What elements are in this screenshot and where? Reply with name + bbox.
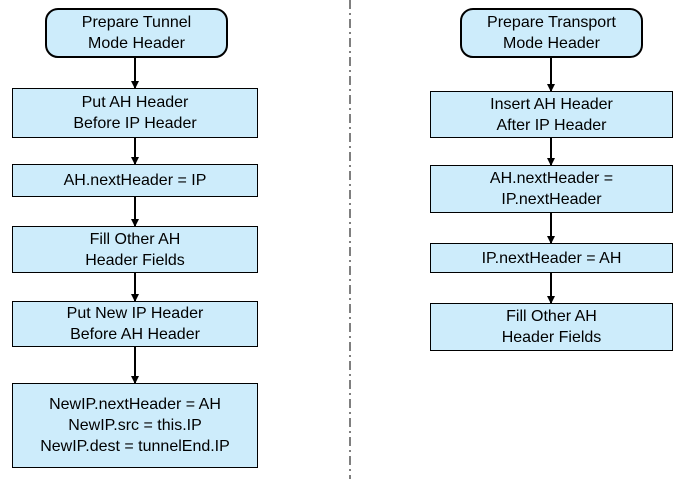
node-label: Prepare Tunnel Mode Header — [81, 14, 192, 52]
node-label: Fill Other AH Header Fields — [501, 308, 602, 346]
arrow-down-icon — [130, 58, 139, 89]
node-label: Prepare Transport Mode Header — [487, 14, 616, 52]
tunnel-ah-nextheader-node: AH.nextHeader = IP — [12, 164, 258, 197]
divider-line — [349, 0, 351, 479]
tunnel-start-node: Prepare Tunnel Mode Header — [45, 8, 228, 58]
transport-ah-nextheader-node: AH.nextHeader = IP.nextHeader — [430, 165, 673, 213]
tunnel-fill-fields-node: Fill Other AH Header Fields — [12, 226, 258, 273]
tunnel-newip-fields-node: NewIP.nextHeader = AH NewIP.src = this.I… — [12, 383, 258, 468]
node-label: Insert AH Header After IP Header — [490, 95, 613, 134]
node-label: AH.nextHeader = IP — [63, 172, 207, 189]
arrow-down-icon — [546, 58, 555, 92]
tunnel-put-new-ip-node: Put New IP Header Before AH Header — [12, 301, 258, 347]
node-label: NewIP.nextHeader = AH NewIP.src = this.I… — [40, 396, 230, 455]
transport-insert-ah-node: Insert AH Header After IP Header — [430, 91, 673, 138]
node-label: IP.nextHeader = AH — [481, 249, 622, 267]
arrow-down-icon — [546, 138, 555, 166]
node-label: AH.nextHeader = IP.nextHeader — [489, 170, 614, 208]
arrow-down-icon — [130, 197, 139, 227]
node-label: Put AH Header Before IP Header — [73, 94, 197, 132]
transport-fill-fields-node: Fill Other AH Header Fields — [430, 303, 673, 351]
node-label: Fill Other AH Header Fields — [85, 230, 185, 269]
arrow-down-icon — [130, 273, 139, 302]
transport-start-node: Prepare Transport Mode Header — [460, 8, 643, 58]
arrow-down-icon — [130, 138, 139, 165]
arrow-down-icon — [546, 213, 555, 244]
arrow-down-icon — [130, 347, 139, 384]
tunnel-put-ah-node: Put AH Header Before IP Header — [12, 88, 258, 138]
transport-ip-nextheader-node: IP.nextHeader = AH — [430, 243, 673, 273]
arrow-down-icon — [546, 273, 555, 304]
node-label: Put New IP Header Before AH Header — [66, 305, 204, 343]
